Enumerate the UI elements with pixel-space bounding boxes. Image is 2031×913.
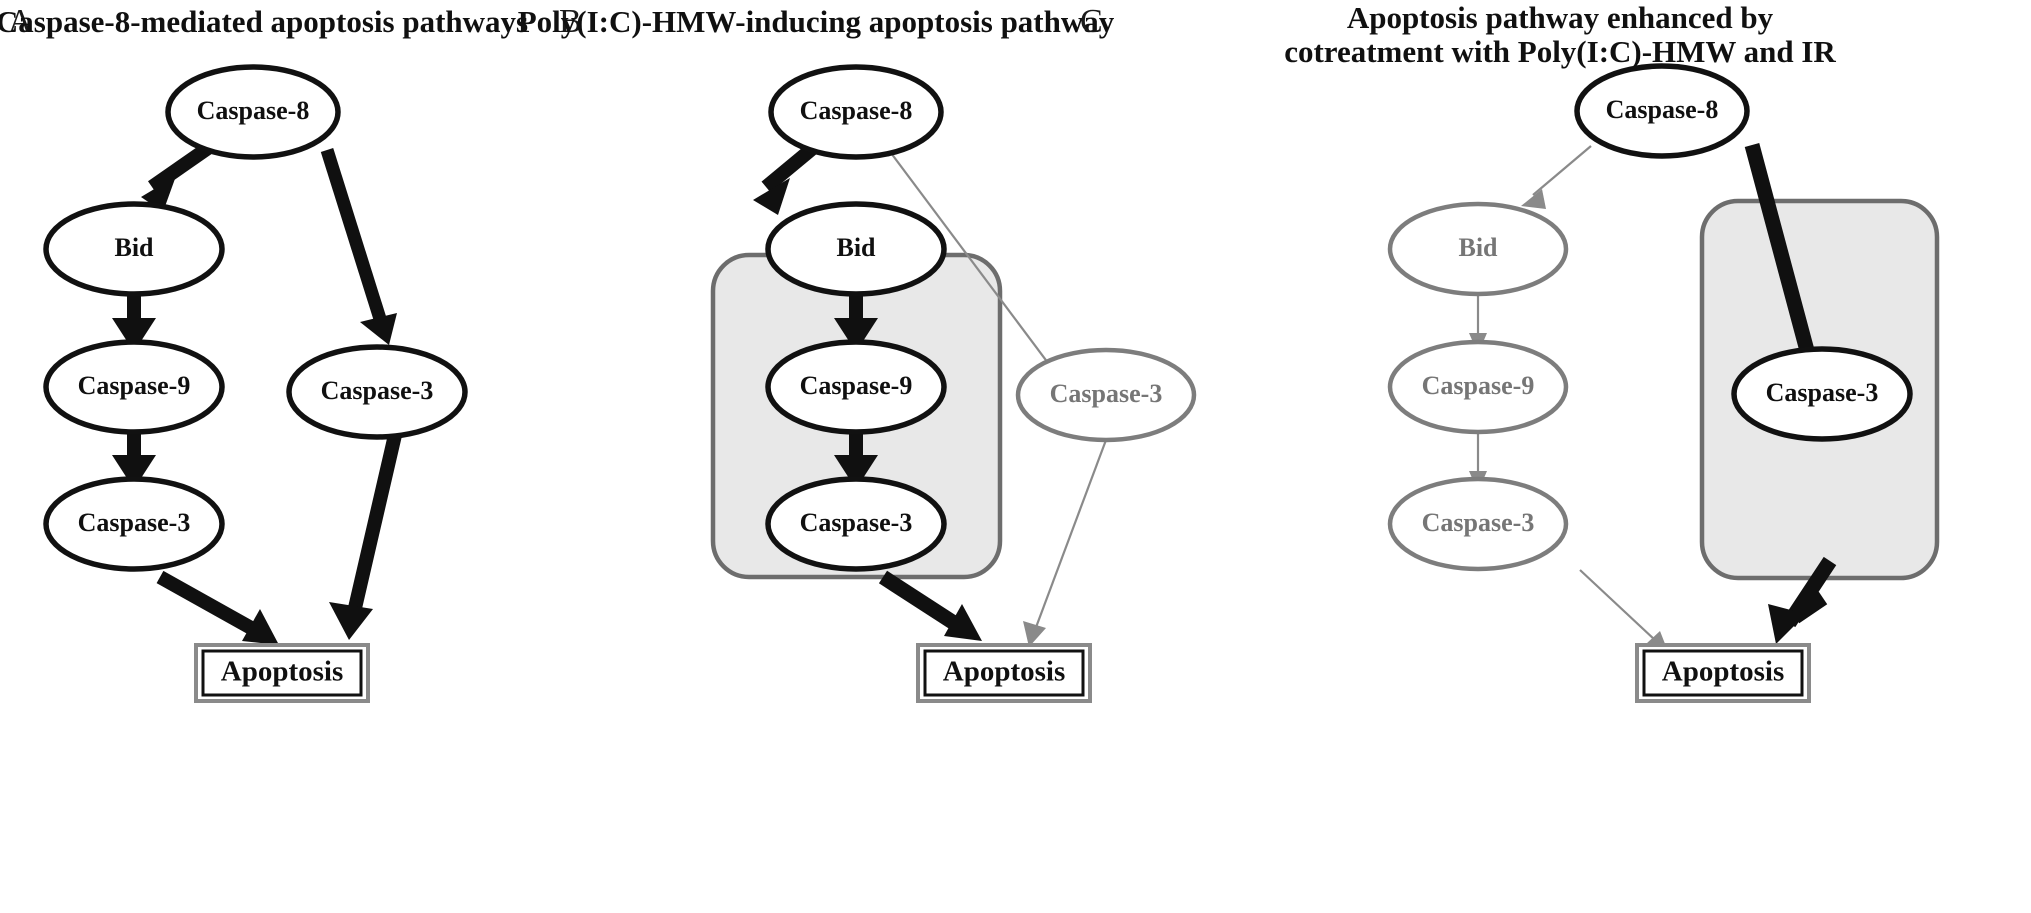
edge-caspase8-to-bid xyxy=(141,142,213,212)
ellipse-shape xyxy=(43,201,225,297)
node-label: Apoptosis xyxy=(221,656,344,688)
node-label: Caspase-3 xyxy=(1422,508,1535,537)
ellipse-shape xyxy=(43,476,225,572)
edge-caspase3-left-to-apoptosis xyxy=(878,570,982,641)
ellipse-shape xyxy=(1387,201,1569,297)
node-b-bid[interactable]: Bid xyxy=(765,201,947,297)
edge-caspase8-to-bid xyxy=(1521,145,1592,209)
node-c-caspase8[interactable]: Caspase-8 xyxy=(1574,63,1750,159)
node-b-caspase9[interactable]: Caspase-9 xyxy=(765,339,947,435)
node-a-caspase3-left[interactable]: Caspase-3 xyxy=(43,476,225,572)
edge-caspase3-left-to-apoptosis xyxy=(1579,569,1669,654)
node-a-caspase8[interactable]: Caspase-8 xyxy=(165,64,341,160)
ellipse-shape xyxy=(768,64,944,160)
edge-caspase3-right-to-apoptosis xyxy=(1023,439,1108,647)
ellipse-shape xyxy=(1731,346,1913,442)
panel-a-title: Caspase-8-mediated apoptosis pathways xyxy=(0,4,528,39)
panel-c-title-line2: cotreatment with Poly(I:C)-HMW and IR xyxy=(1284,34,1836,69)
ellipse-shape xyxy=(765,201,947,297)
node-label: Apoptosis xyxy=(943,656,1066,688)
apoptosis-inner-border xyxy=(201,649,363,697)
ellipse-shape xyxy=(1015,347,1197,443)
panel-c-letter: C xyxy=(1080,3,1103,40)
ellipse-shape xyxy=(43,339,225,435)
panel-c: C Apoptosis pathway enhanced by cotreatm… xyxy=(1080,0,1940,703)
ellipse-shape xyxy=(765,476,947,572)
ellipse-shape xyxy=(286,344,468,440)
node-label: Bid xyxy=(114,233,154,262)
ellipse-shape xyxy=(1387,339,1569,435)
node-label: Bid xyxy=(836,233,876,262)
node-b-apoptosis[interactable]: Apoptosis xyxy=(916,643,1092,703)
edge-caspase8-to-caspase3-right xyxy=(320,148,397,345)
node-label: Caspase-3 xyxy=(1050,379,1163,408)
node-label: Caspase-3 xyxy=(1766,378,1879,407)
node-b-caspase8[interactable]: Caspase-8 xyxy=(768,64,944,160)
node-label: Apoptosis xyxy=(1662,656,1785,688)
ellipse-shape xyxy=(1574,63,1750,159)
node-c-caspase9[interactable]: Caspase-9 xyxy=(1387,339,1569,435)
panel-a-edges xyxy=(112,142,402,645)
node-label: Bid xyxy=(1458,233,1498,262)
node-label: Caspase-9 xyxy=(1422,371,1535,400)
node-label: Caspase-3 xyxy=(321,376,434,405)
node-label: Caspase-3 xyxy=(78,508,191,537)
node-label: Caspase-3 xyxy=(800,508,913,537)
node-c-apoptosis[interactable]: Apoptosis xyxy=(1635,643,1811,703)
node-label: Caspase-9 xyxy=(800,371,913,400)
ellipse-shape xyxy=(1387,476,1569,572)
edge-caspase3-right-to-apoptosis xyxy=(329,433,402,640)
edge-caspase8-to-bid xyxy=(753,142,818,215)
node-label: Caspase-8 xyxy=(800,96,913,125)
panel-a: A Caspase-8-mediated apoptosis pathways xyxy=(0,3,528,703)
node-a-apoptosis[interactable]: Apoptosis xyxy=(194,643,370,703)
node-c-caspase3-left[interactable]: Caspase-3 xyxy=(1387,476,1569,572)
edge-caspase3-left-to-apoptosis xyxy=(156,570,279,645)
apoptosis-inner-border xyxy=(1642,649,1804,697)
ellipse-shape xyxy=(165,64,341,160)
panel-a-letter: A xyxy=(8,3,33,40)
edge-caspase3-right-to-apoptosis xyxy=(1768,556,1837,644)
node-a-bid[interactable]: Bid xyxy=(43,201,225,297)
panel-b: B Poly(I:C)-HMW-inducing apoptosis pathw… xyxy=(518,3,1197,703)
panel-c-title-line1: Apoptosis pathway enhanced by xyxy=(1347,0,1774,35)
node-a-caspase3-right[interactable]: Caspase-3 xyxy=(286,344,468,440)
node-c-caspase3-right[interactable]: Caspase-3 xyxy=(1731,346,1913,442)
node-b-caspase3-left[interactable]: Caspase-3 xyxy=(765,476,947,572)
node-b-caspase3-right[interactable]: Caspase-3 xyxy=(1015,347,1197,443)
node-label: Caspase-9 xyxy=(78,371,191,400)
node-a-caspase9[interactable]: Caspase-9 xyxy=(43,339,225,435)
node-c-bid[interactable]: Bid xyxy=(1387,201,1569,297)
ellipse-shape xyxy=(765,339,947,435)
node-label: Caspase-8 xyxy=(197,96,310,125)
node-label: Caspase-8 xyxy=(1606,95,1719,124)
apoptosis-inner-border xyxy=(923,649,1085,697)
panel-b-title: Poly(I:C)-HMW-inducing apoptosis pathway xyxy=(518,4,1115,39)
panel-b-letter: B xyxy=(559,3,582,40)
